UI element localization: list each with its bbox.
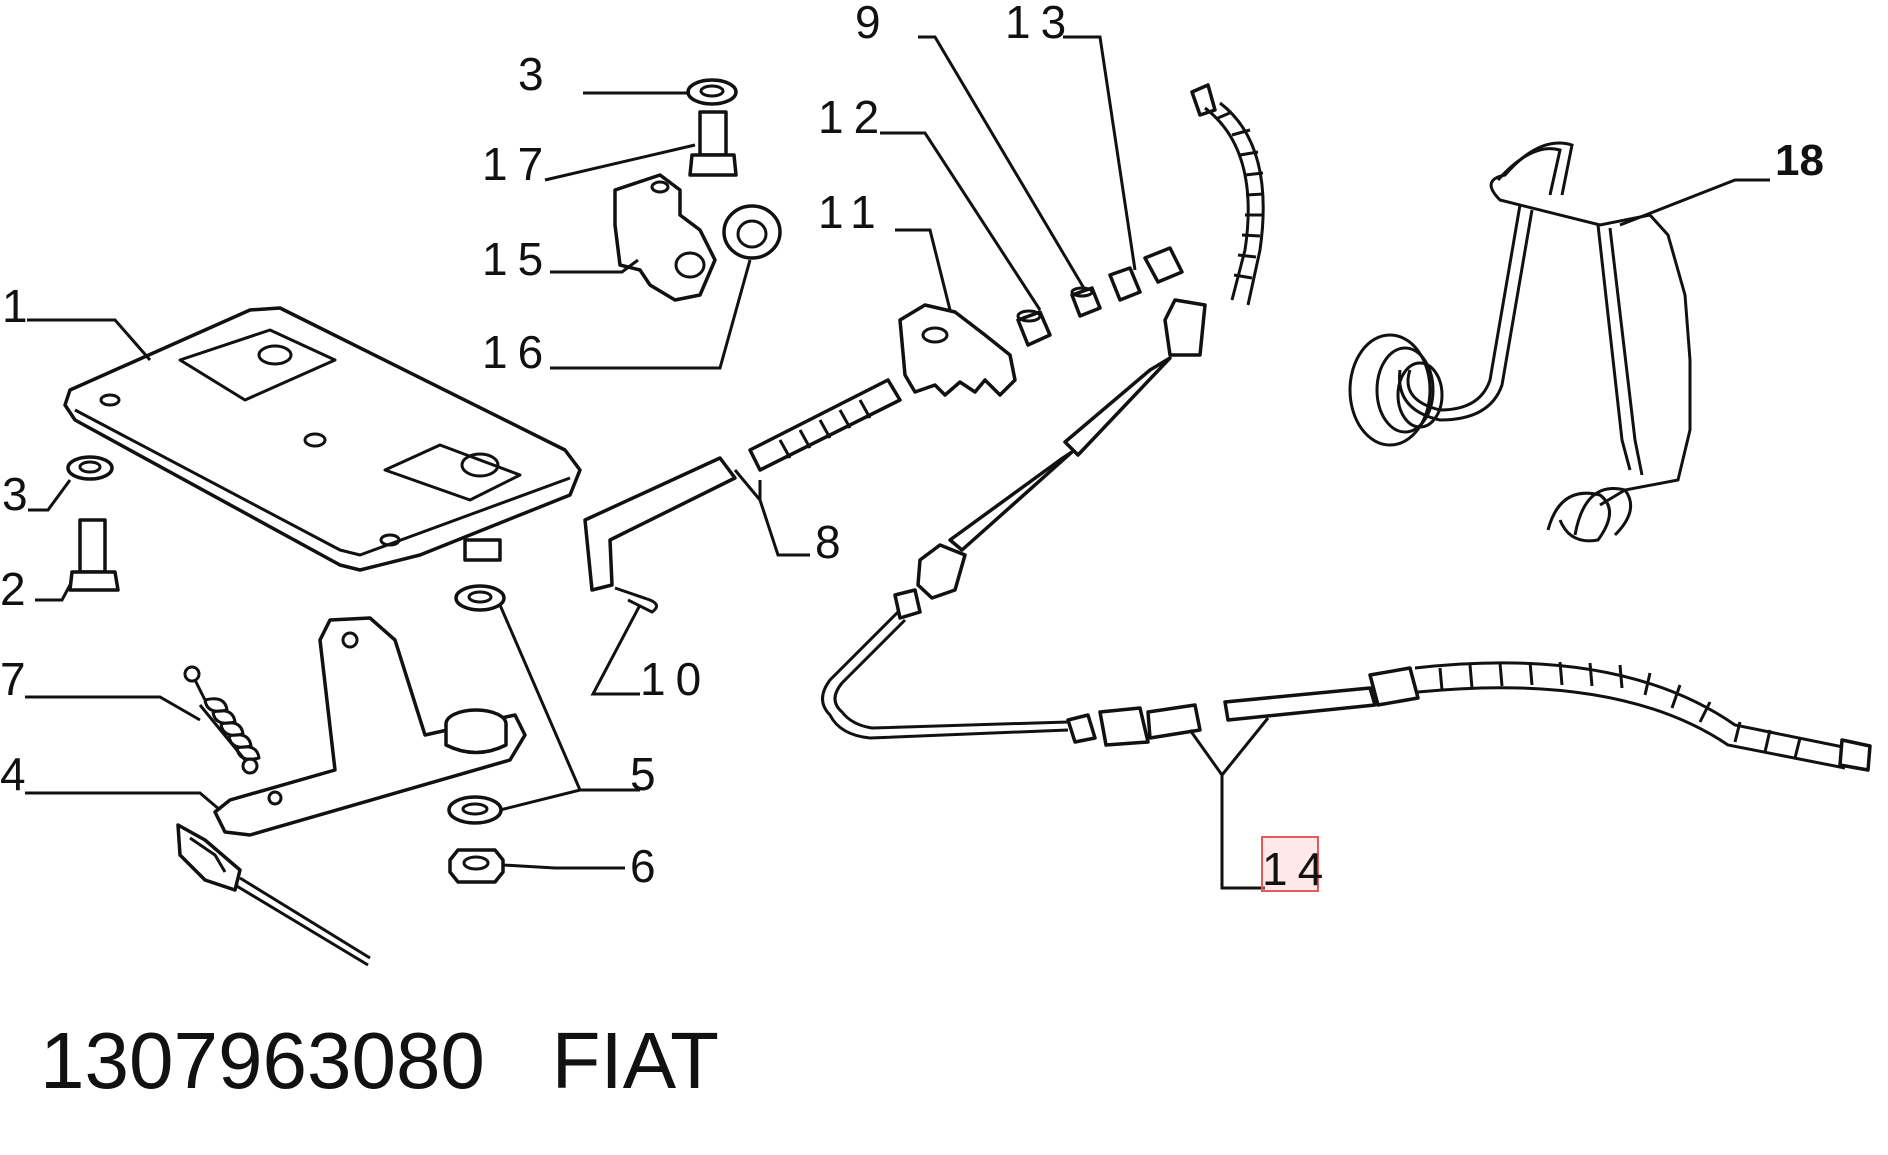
label-17: 17 [482, 138, 553, 190]
part-9-sleeve [1070, 286, 1102, 318]
part-4-lever [213, 616, 527, 837]
part-18-wire-spring [1348, 141, 1692, 543]
label-18: 18 [1775, 136, 1824, 185]
part-6-nut [448, 848, 505, 884]
label-9: 9 [855, 0, 891, 48]
part-11-bracket [898, 303, 1017, 397]
part-3-washer-lower [66, 455, 114, 481]
label-1: 1 [2, 280, 38, 332]
leader-lines [25, 35, 1770, 890]
label-7: 7 [0, 653, 36, 705]
part-7-spring [183, 665, 261, 775]
part-8-rod-bent [583, 456, 737, 592]
label-10: 10 [640, 653, 711, 705]
lower-cable-eyelet [176, 823, 371, 967]
label-8: 8 [815, 516, 851, 568]
label-3-upper: 3 [518, 48, 554, 100]
part-5-washer-top [454, 584, 506, 612]
label-6: 6 [630, 840, 666, 892]
part-number-caption: 1307963080 FIAT [40, 1016, 719, 1105]
label-3-lower: 3 [2, 468, 38, 520]
part-8-rod-threaded [748, 378, 902, 472]
label-14: 14 [1262, 843, 1333, 895]
part-10-clip [614, 586, 658, 614]
label-12: 12 [818, 91, 889, 143]
label-15: 15 [482, 233, 553, 285]
part-5-washer-bottom [447, 795, 503, 825]
part-2-bolt [68, 518, 120, 592]
part-12-sleeve [1016, 309, 1052, 347]
label-11: 11 [818, 186, 886, 238]
label-4: 4 [0, 748, 36, 800]
part-3-washer-upper [686, 78, 738, 106]
part-16-bushing [722, 204, 782, 260]
label-2: 2 [0, 563, 36, 615]
label-5: 5 [630, 748, 666, 800]
label-16: 16 [482, 326, 553, 378]
part-13-nuts [1108, 246, 1184, 302]
part-15-bracket [613, 173, 717, 302]
label-14-highlight [1261, 836, 1319, 892]
part-1-plate [63, 306, 582, 572]
labels: 1 2 3 3 4 5 6 7 8 9 10 11 12 13 14 15 16… [0, 0, 1824, 895]
part-17-bolt [688, 110, 738, 177]
part-14-cable [821, 83, 1872, 772]
label-13: 13 [1005, 0, 1076, 48]
